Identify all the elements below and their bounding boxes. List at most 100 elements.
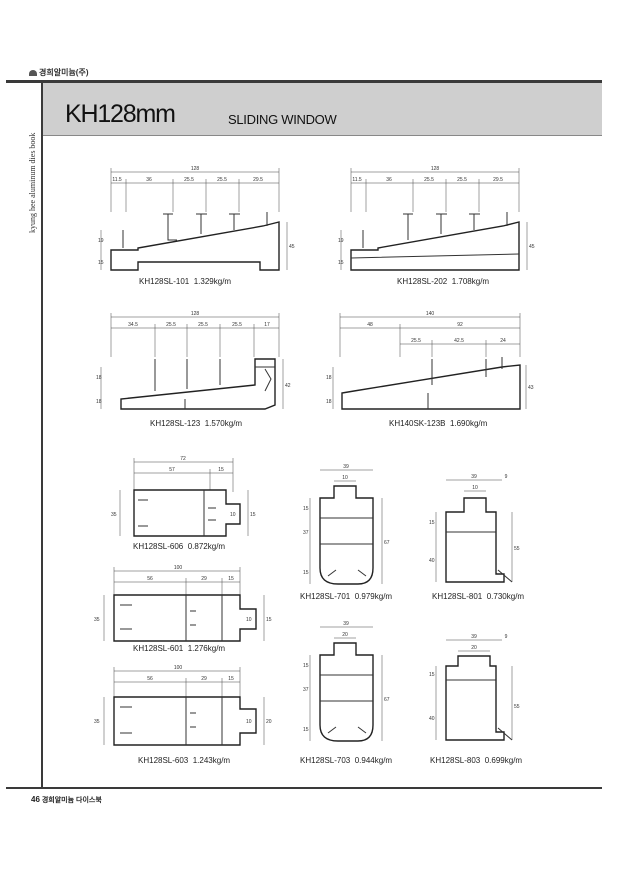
top-rule bbox=[6, 80, 602, 83]
profile-drawing-123: 128 34.5 25.5 25.5 25.5 17 18 18 42 bbox=[96, 311, 291, 410]
dim-label: 67 bbox=[384, 540, 390, 546]
dim-label: 15 bbox=[228, 676, 234, 682]
page-footer: 46 경희알미늄 다이스북 bbox=[31, 795, 102, 805]
caption-part: 1.570kg/m bbox=[204, 419, 243, 428]
profile-caption: KH128SL-801 0.730kg/m bbox=[432, 592, 524, 601]
dim-label: 39 bbox=[343, 464, 349, 470]
dim-label: 36 bbox=[386, 177, 392, 183]
dim-label: 24 bbox=[500, 338, 506, 344]
profile-caption: KH140SK-123B 1.690kg/m bbox=[389, 419, 487, 428]
dim-label: 15 bbox=[303, 663, 309, 669]
side-rule bbox=[41, 83, 43, 787]
dim-label: 11.5 bbox=[112, 177, 122, 183]
profile-caption: KH128SL-703 0.944kg/m bbox=[300, 756, 392, 765]
dim-label: 100 bbox=[174, 665, 183, 671]
dim-label: 15 bbox=[228, 576, 234, 582]
dim-label: 128 bbox=[191, 311, 200, 317]
dim-label: 20 bbox=[266, 719, 272, 725]
dim-label: 39 bbox=[471, 634, 477, 640]
dim-label: 35 bbox=[111, 512, 117, 518]
caption-part: KH128SL-101 bbox=[139, 277, 190, 286]
dim-label: 18 bbox=[96, 399, 102, 405]
dim-label: 57 bbox=[169, 467, 175, 473]
dim-label: 15 bbox=[98, 260, 104, 266]
profile-caption: KH128SL-101 1.329kg/m bbox=[139, 277, 231, 286]
dim-label: 34.5 bbox=[128, 322, 138, 328]
dim-label: 55 bbox=[514, 546, 520, 552]
dim-label: 25.5 bbox=[198, 322, 208, 328]
dim-label: 10 bbox=[342, 475, 348, 481]
dim-label: 42 bbox=[285, 383, 291, 389]
dim-label: 100 bbox=[174, 565, 183, 571]
profile-drawing-803: 39 9 20 15 40 55 bbox=[429, 634, 520, 741]
dim-label: 10 bbox=[472, 485, 478, 491]
caption-part: 0.730kg/m bbox=[486, 592, 525, 601]
dim-label: 36 bbox=[146, 177, 152, 183]
dim-label: 9 bbox=[505, 474, 508, 480]
dim-label: 19 bbox=[338, 238, 344, 244]
dim-label: 10 bbox=[246, 617, 252, 623]
dim-label: 25.5 bbox=[184, 177, 194, 183]
dim-label: 25.5 bbox=[217, 177, 227, 183]
dim-label: 18 bbox=[326, 399, 332, 405]
dim-label: 15 bbox=[303, 727, 309, 733]
page-number: 46 bbox=[31, 795, 40, 804]
dim-label: 15 bbox=[429, 520, 435, 526]
caption-part: KH128SL-801 bbox=[432, 592, 483, 601]
dim-label: 20 bbox=[471, 645, 477, 651]
bottom-rule bbox=[6, 787, 602, 789]
profile-drawing-601: 100 56 29 15 35 15 10 bbox=[94, 565, 272, 642]
caption-part: KH128SL-606 bbox=[133, 542, 184, 551]
caption-part: KH128SL-202 bbox=[397, 277, 448, 286]
dim-label: 45 bbox=[289, 244, 295, 250]
dim-label: 37 bbox=[303, 687, 309, 693]
title-bar: KH128mm SLIDING WINDOW bbox=[43, 83, 602, 136]
dim-label: 39 bbox=[343, 621, 349, 627]
page-subtitle: SLIDING WINDOW bbox=[228, 112, 337, 127]
caption-part: 0.979kg/m bbox=[354, 592, 393, 601]
dim-label: 15 bbox=[429, 672, 435, 678]
profile-caption: KH128SL-123 1.570kg/m bbox=[150, 419, 242, 428]
dim-label: 10 bbox=[230, 512, 236, 518]
dim-label: 15 bbox=[250, 512, 256, 518]
company-logo-icon bbox=[29, 70, 37, 76]
profile-drawing-123b: 140 48 92 25.5 42.5 24 18 18 43 bbox=[326, 311, 534, 410]
dim-label: 55 bbox=[514, 704, 520, 710]
profile-drawing-603: 100 56 29 15 35 20 10 bbox=[94, 665, 272, 746]
profile-drawing-101: 128 11.5 36 25.5 25.5 29.5 19 15 45 bbox=[98, 166, 295, 271]
dim-label: 56 bbox=[147, 576, 153, 582]
caption-part: 0.872kg/m bbox=[187, 542, 226, 551]
dim-label: 56 bbox=[147, 676, 153, 682]
profile-drawing-202: 128 11.5 36 25.5 25.5 29.5 19 15 45 bbox=[338, 166, 535, 271]
dim-label: 40 bbox=[429, 716, 435, 722]
page-title: KH128mm bbox=[65, 100, 176, 128]
dim-label: 29.5 bbox=[493, 177, 503, 183]
dim-label: 140 bbox=[426, 311, 435, 317]
dim-label: 42.5 bbox=[454, 338, 464, 344]
profile-caption: KH128SL-202 1.708kg/m bbox=[397, 277, 489, 286]
dim-label: 43 bbox=[528, 385, 534, 391]
side-label: kyung hee aluminum dies book bbox=[28, 132, 37, 233]
dim-label: 45 bbox=[529, 244, 535, 250]
dim-label: 29 bbox=[201, 576, 207, 582]
dim-label: 15 bbox=[303, 506, 309, 512]
dim-label: 20 bbox=[342, 632, 348, 638]
caption-part: 1.690kg/m bbox=[449, 419, 488, 428]
dim-label: 72 bbox=[180, 456, 186, 462]
dim-label: 25.5 bbox=[457, 177, 467, 183]
profile-drawing-703: 39 20 15 37 15 67 bbox=[303, 621, 390, 742]
dim-label: 18 bbox=[96, 375, 102, 381]
dim-label: 18 bbox=[326, 375, 332, 381]
profile-caption: KH128SL-803 0.699kg/m bbox=[430, 756, 522, 765]
caption-part: KH128SL-803 bbox=[430, 756, 481, 765]
caption-part: KH140SK-123B bbox=[389, 419, 446, 428]
dim-label: 15 bbox=[303, 570, 309, 576]
dim-label: 25.5 bbox=[411, 338, 421, 344]
caption-part: 0.699kg/m bbox=[484, 756, 523, 765]
dim-label: 128 bbox=[191, 166, 200, 172]
dim-label: 19 bbox=[98, 238, 104, 244]
dim-label: 25.5 bbox=[232, 322, 242, 328]
profile-drawing-801: 39 9 10 15 40 55 bbox=[429, 474, 520, 583]
dim-label: 128 bbox=[431, 166, 440, 172]
dim-label: 35 bbox=[94, 719, 100, 725]
